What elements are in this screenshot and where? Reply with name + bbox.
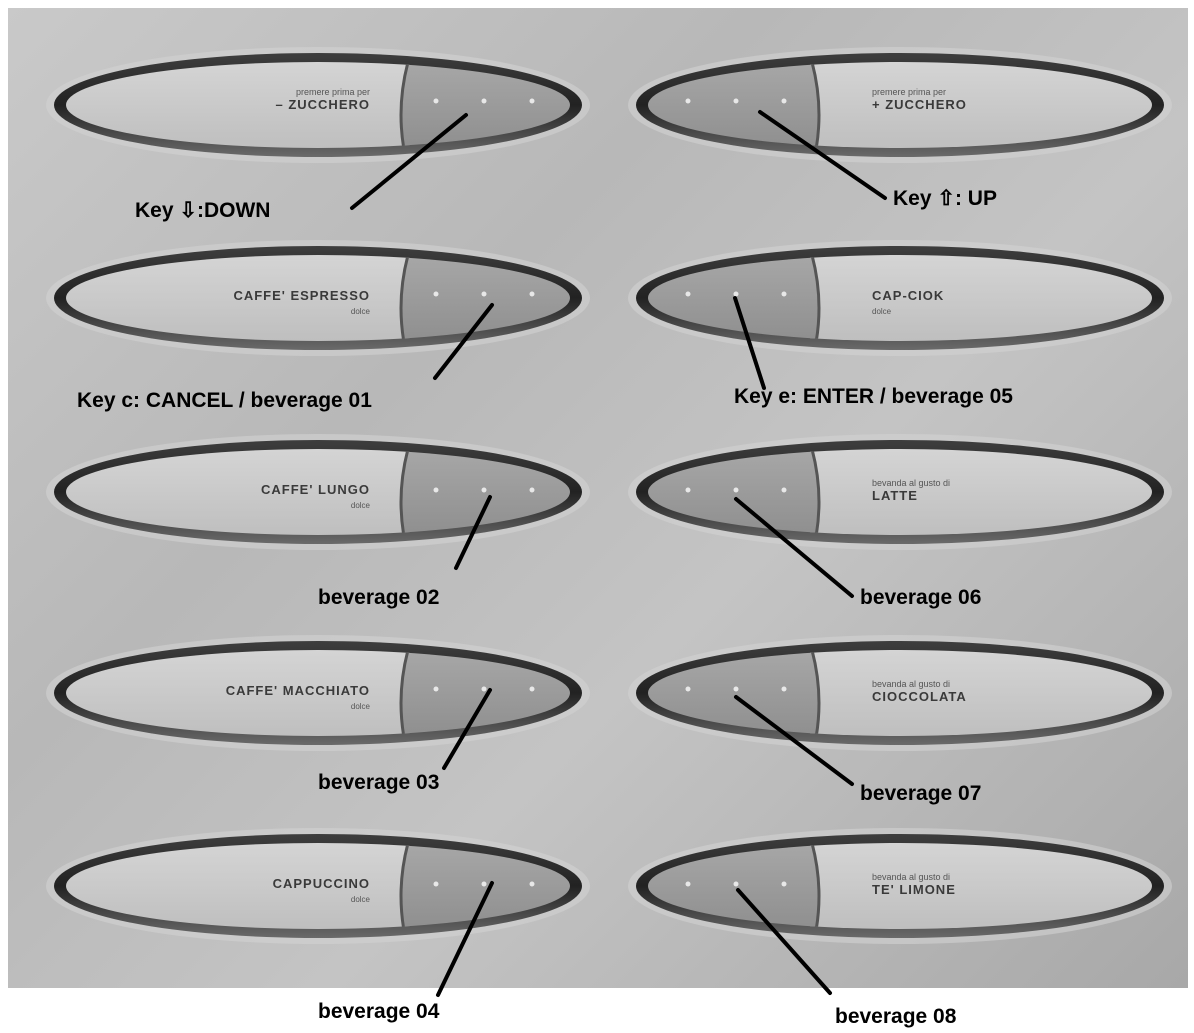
label-small-text: bevanda al gusto di (872, 679, 951, 689)
callout-beverage-02: beverage 02 (318, 586, 440, 609)
callout-key-up: Key ⇧: UP (893, 187, 997, 210)
callout-beverage-07: beverage 07 (860, 782, 982, 805)
leader-line-bev04 (436, 881, 494, 997)
callout-key-cancel: Key c: CANCEL / beverage 01 (77, 389, 372, 412)
label-dolce-text: dolce (872, 307, 892, 316)
label-latte: bevanda al gusto di LATTE (872, 478, 1072, 503)
label-main-text: – ZUCCHERO (275, 97, 370, 112)
label-small-text: bevanda al gusto di (872, 478, 951, 488)
label-caffe-lungo: CAFFE' LUNGO dolce (150, 482, 370, 510)
label-main-text: CAFFE' MACCHIATO (225, 683, 370, 698)
callout-beverage-03: beverage 03 (318, 771, 440, 794)
label-main-text: CIOCCOLATA (872, 689, 967, 704)
leader-line-down (350, 113, 468, 210)
label-caffe-espresso: CAFFE' ESPRESSO dolce (150, 288, 370, 316)
button-cappuccino[interactable] (46, 828, 590, 944)
leader-line-up (758, 110, 887, 200)
label-te-limone: bevanda al gusto di TE' LIMONE (872, 872, 1072, 897)
button-caffe-lungo[interactable] (46, 434, 590, 550)
label-dolce-text: dolce (350, 307, 370, 316)
leader-line-bev06 (734, 497, 854, 598)
label-small-text: bevanda al gusto di (872, 872, 951, 882)
button-cap-ciok[interactable] (628, 240, 1172, 356)
callout-key-enter: Key e: ENTER / beverage 05 (734, 385, 1013, 408)
label-small-text: premere prima per (872, 87, 947, 97)
label-cioccolata: bevanda al gusto di CIOCCOLATA (872, 679, 1092, 704)
label-plus-sugar: premere prima per + ZUCCHERO (872, 87, 1072, 112)
label-dolce-text: dolce (350, 702, 370, 711)
button-te-limone[interactable] (628, 828, 1172, 944)
callout-beverage-06: beverage 06 (860, 586, 982, 609)
callout-beverage-08: beverage 08 (835, 1005, 957, 1028)
leader-line-enter (733, 296, 766, 390)
leader-line-bev02 (454, 495, 492, 570)
button-caffe-macchiato[interactable] (46, 635, 590, 751)
label-caffe-macchiato: CAFFE' MACCHIATO dolce (110, 683, 370, 711)
label-main-text: CAFFE' ESPRESSO (233, 288, 370, 303)
callout-beverage-04: beverage 04 (318, 1000, 440, 1023)
leader-line-cancel (433, 303, 494, 380)
label-dolce-text: dolce (350, 501, 370, 510)
button-minus-sugar[interactable] (46, 47, 590, 163)
button-cioccolata[interactable] (628, 635, 1172, 751)
label-main-text: LATTE (872, 488, 918, 503)
leader-line-bev08 (736, 888, 832, 995)
label-cappuccino: CAPPUCCINO dolce (150, 876, 370, 904)
button-plus-sugar[interactable] (628, 47, 1172, 163)
button-caffe-espresso[interactable] (46, 240, 590, 356)
label-main-text: CAPPUCCINO (272, 876, 370, 891)
leader-line-bev07 (734, 695, 854, 786)
label-small-text: premere prima per (295, 87, 370, 97)
label-dolce-text: dolce (350, 895, 370, 904)
leader-line-bev03 (442, 688, 492, 770)
label-minus-sugar: premere prima per – ZUCCHERO (180, 87, 370, 112)
label-main-text: CAP-CIOK (872, 288, 945, 303)
label-cap-ciok: CAP-CIOK dolce (872, 288, 982, 316)
label-main-text: + ZUCCHERO (872, 97, 967, 112)
label-main-text: TE' LIMONE (872, 882, 956, 897)
label-main-text: CAFFE' LUNGO (261, 482, 370, 497)
callout-key-down: Key ⇩:DOWN (135, 199, 271, 222)
